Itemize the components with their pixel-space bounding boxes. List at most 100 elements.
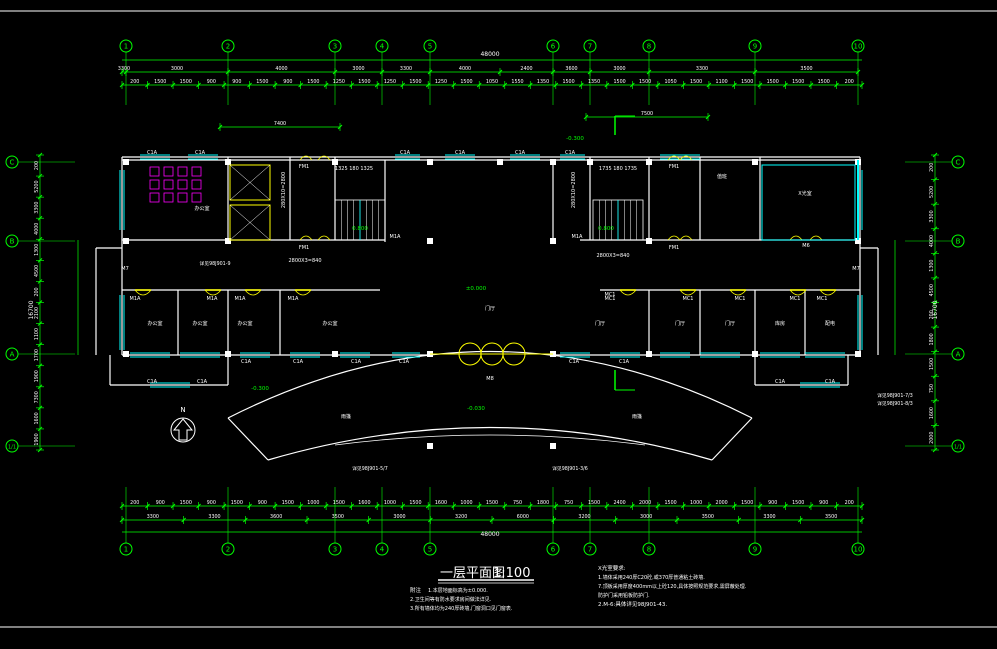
dim-text: 4000	[275, 66, 287, 72]
toilet-fixture	[177, 166, 188, 177]
dim-slash	[736, 517, 742, 523]
dim-slash	[757, 503, 763, 509]
column	[123, 238, 129, 244]
dim-slash	[489, 517, 495, 523]
dim-text: 200	[130, 500, 139, 506]
window-label: C1A	[293, 359, 304, 365]
dim-text: 1500	[358, 79, 370, 85]
xray-room	[761, 164, 856, 241]
dim-slash	[221, 503, 227, 509]
door-label: M1A	[130, 296, 141, 302]
dim-slash	[37, 173, 43, 179]
overall-width-bottom: 48000	[480, 531, 499, 538]
axis-label: 9	[753, 43, 757, 51]
windows	[119, 154, 863, 388]
level-mark: -0.300	[566, 136, 584, 142]
door-label: FM1	[299, 245, 309, 251]
window-label: C1A	[147, 379, 158, 385]
dim-slash	[932, 423, 938, 428]
dim-slash	[349, 503, 355, 509]
dim-slash	[783, 82, 788, 88]
dim-slash	[119, 517, 125, 523]
dim-text: 750	[513, 500, 522, 506]
dim-slash	[170, 82, 176, 88]
dim-text: 1500	[460, 79, 472, 85]
detail-ref: 详见98J901-8/3	[877, 400, 913, 407]
dim-slash	[706, 82, 712, 88]
dim-text: 3300	[696, 66, 708, 72]
dim-slash	[932, 152, 938, 158]
door-label: M8	[486, 376, 494, 382]
stair-dim: 1325 180 1325	[335, 166, 373, 172]
column	[752, 159, 758, 165]
door-label: FM1	[669, 245, 679, 251]
door-swing	[294, 289, 312, 296]
door-label: MC1	[605, 296, 616, 302]
door-swing	[729, 289, 747, 296]
dim-slash	[451, 503, 457, 509]
dim-text: 1500	[690, 79, 702, 85]
drawing-title: 一层平面图	[440, 566, 505, 581]
dim-text: 7400	[274, 121, 286, 127]
doors	[134, 155, 837, 366]
dim-text: 1500	[929, 358, 935, 370]
elevator-shaft	[229, 204, 271, 241]
dim-slash	[655, 82, 661, 88]
column	[225, 351, 231, 357]
room-name: 配电	[825, 320, 835, 327]
dim-slash	[37, 363, 43, 369]
door-label: MC1	[683, 296, 694, 302]
axis-label: 2	[226, 546, 230, 554]
dim-text: 1500	[180, 79, 192, 85]
canopy-arc-outer	[227, 350, 753, 419]
dim-slash	[681, 82, 686, 88]
dim-slash	[527, 503, 533, 509]
axis-label: 7	[588, 546, 592, 554]
dim-text: 6000	[517, 514, 529, 520]
dim-text: 1350	[537, 79, 549, 85]
dim-slash	[349, 82, 355, 88]
dim-text: 1500	[180, 500, 192, 506]
notes-right-line: 防护门采用铅板防护门.	[598, 592, 650, 599]
axis-label: C	[956, 159, 961, 167]
dim-slash	[37, 215, 43, 221]
dim-slash	[855, 69, 861, 75]
column	[225, 159, 231, 165]
room-name: 门厅	[595, 320, 605, 327]
dim-text: 3300	[400, 66, 412, 72]
dim-text: 200	[130, 79, 139, 85]
room-name: 办公室	[322, 320, 337, 327]
dim-text: 1500	[307, 79, 319, 85]
door-label: MC1	[735, 296, 746, 302]
dim-slash	[221, 82, 227, 88]
dim-text: 4000	[34, 223, 40, 235]
dim-slash	[400, 82, 406, 88]
dim-text: 750	[929, 384, 935, 393]
door-swing	[299, 235, 313, 241]
dim-text: 1500	[154, 79, 166, 85]
drawing-scale: 1:100	[493, 566, 530, 581]
door-label: M1A	[235, 296, 246, 302]
axis-label: 1/1	[8, 445, 16, 451]
dim-slash	[37, 405, 43, 411]
door-swing	[667, 155, 681, 161]
dim-text: 1900	[34, 433, 40, 445]
dim-text: 3000	[171, 66, 183, 72]
dim-text: 1050	[665, 79, 677, 85]
dim-slash	[629, 82, 635, 88]
room-name: 办公室	[192, 320, 207, 327]
level-mark: -0.300	[251, 386, 269, 392]
dim-slash	[932, 349, 938, 355]
room-name: 办公室	[194, 205, 209, 212]
dim-text: 1500	[409, 500, 421, 506]
dim-slash	[119, 82, 125, 88]
dim-text: 4500	[929, 284, 935, 296]
dim-slash	[332, 69, 338, 75]
dim-slash	[37, 152, 43, 158]
dim-slash	[427, 517, 433, 523]
dim-text: 900	[258, 500, 267, 506]
dim-slash	[834, 82, 839, 88]
dim-slash	[476, 82, 482, 88]
dim-text: 1000	[460, 500, 472, 506]
